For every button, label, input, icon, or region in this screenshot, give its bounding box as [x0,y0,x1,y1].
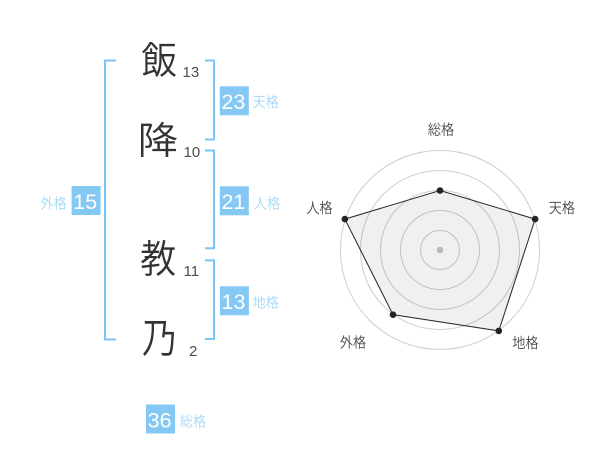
svg-text:21: 21 [221,190,245,214]
svg-text:10: 10 [184,144,201,161]
svg-text:2: 2 [189,343,197,360]
svg-text:13: 13 [222,290,246,314]
svg-text:23: 23 [221,90,245,114]
svg-text:15: 15 [73,190,97,214]
svg-text:36: 36 [148,408,172,432]
svg-text:11: 11 [184,263,200,280]
svg-text:13: 13 [183,64,200,81]
